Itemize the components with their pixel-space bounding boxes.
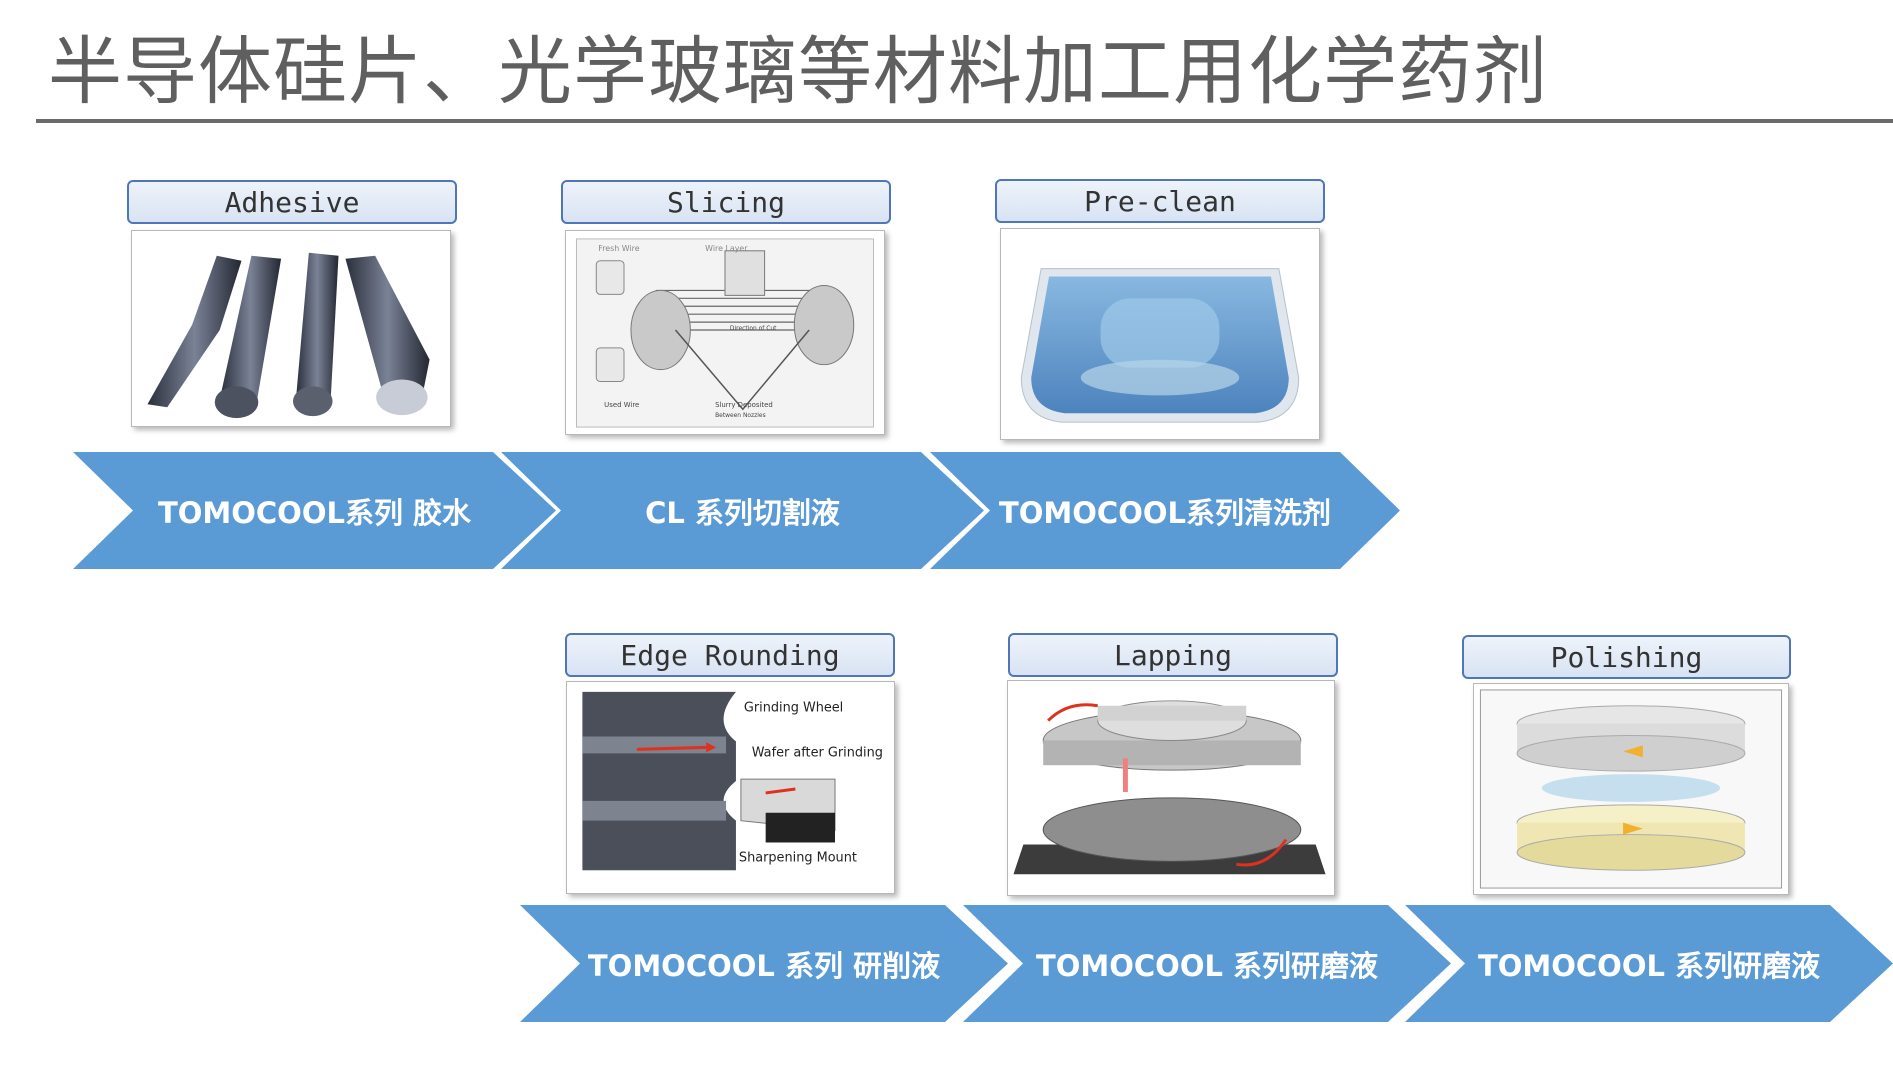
chevron-shape [1405, 905, 1893, 1022]
product-name: TOMOCOOL 系列研磨液 [1035, 948, 1379, 983]
edge-rounding-diagram-image: Grinding Wheel Wafer after Grinding Shar… [566, 681, 895, 894]
product-chevron-polishing: TOMOCOOL 系列研磨液 [1405, 905, 1893, 1022]
product-name: TOMOCOOL系列 胶水 [157, 495, 472, 530]
step-label-lapping: Lapping [1008, 633, 1338, 677]
image-text: Wafer after Grinding [752, 745, 883, 760]
product-chevron-slicing: CL 系列切割液 [501, 452, 984, 569]
pre-clean-tank-image [1000, 228, 1320, 440]
chevron-shape [520, 905, 1008, 1022]
product-chevron-pre-clean: TOMOCOOL系列清洗剂 [930, 452, 1400, 569]
chevron-shape [963, 905, 1451, 1022]
product-name: TOMOCOOL系列清洗剂 [998, 495, 1331, 530]
lapping-machine-image [1007, 680, 1335, 896]
chevron-shape [930, 452, 1400, 569]
image-text: Slurry Deposited [715, 401, 773, 409]
image-text: Sharpening Mount [739, 850, 857, 865]
product-name: TOMOCOOL 系列 研削液 [587, 948, 941, 983]
chevron-shape [501, 452, 984, 569]
image-text: Fresh Wire [598, 244, 639, 253]
image-text: Between Nozzles [715, 412, 766, 419]
step-label-slicing: Slicing [561, 180, 891, 224]
chevron-shape [73, 452, 556, 569]
product-name: CL 系列切割液 [645, 495, 840, 530]
product-chevron-edge-rounding: TOMOCOOL 系列 研削液 [520, 905, 1008, 1022]
image-text: Grinding Wheel [744, 701, 843, 716]
step-label-polishing: Polishing [1462, 635, 1791, 679]
product-chevron-adhesive: TOMOCOOL系列 胶水 [73, 452, 556, 569]
step-label-edge-rounding: Edge Rounding [565, 633, 895, 677]
page-title: 半导体硅片、光学玻璃等材料加工用化学药剂 [48, 29, 1548, 115]
step-label-adhesive: Adhesive [127, 180, 457, 224]
adhesive-ingots-image [131, 230, 451, 427]
step-label-pre-clean: Pre-clean [995, 179, 1325, 223]
slicing-diagram-image: Fresh Wire Wire Layer Direction of Cut U… [565, 230, 885, 435]
product-chevron-lapping: TOMOCOOL 系列研磨液 [963, 905, 1451, 1022]
polishing-diagram-image [1473, 683, 1789, 895]
image-text: Direction of Cut [730, 325, 777, 332]
image-text: Used Wire [604, 401, 639, 409]
title-underline [36, 119, 1893, 123]
product-name: TOMOCOOL 系列研磨液 [1477, 948, 1821, 983]
image-text: Wire Layer [705, 244, 748, 253]
